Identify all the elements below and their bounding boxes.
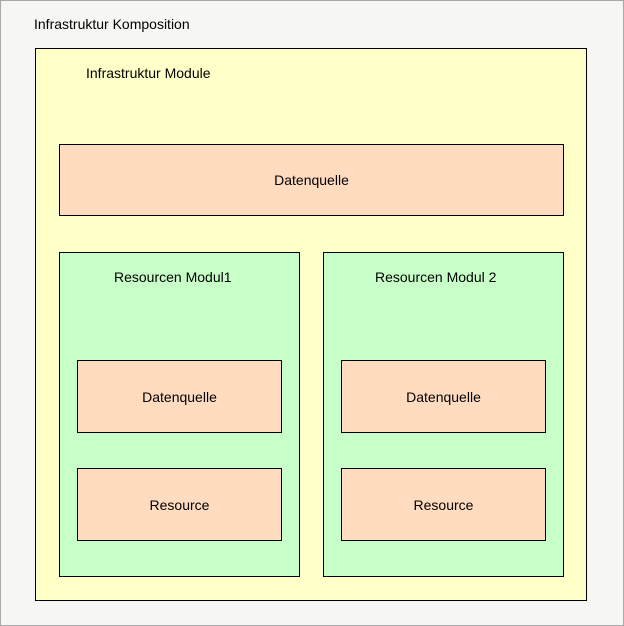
resource-module-2-datasource-box: Datenquelle — [341, 360, 546, 433]
resource-module-1-datasource-box: Datenquelle — [77, 360, 282, 433]
module-datasource-label: Datenquelle — [274, 172, 349, 188]
resource-module-2-resource-box: Resource — [341, 468, 546, 541]
module-title: Infrastruktur Module — [86, 65, 211, 81]
resource-module-2-title: Resourcen Modul 2 — [375, 269, 497, 285]
resource-module-1-datasource-label: Datenquelle — [142, 388, 217, 405]
resource-module-2-datasource-label: Datenquelle — [406, 388, 481, 405]
resource-module-1-resource-box: Resource — [77, 468, 282, 541]
resource-module-1-resource-label: Resource — [149, 496, 210, 513]
resource-module-1-title: Resourcen Modul1 — [114, 269, 232, 285]
composition-title: Infrastruktur Komposition — [34, 16, 190, 32]
resource-module-2-resource-label: Resource — [413, 496, 474, 513]
module-datasource-box: Datenquelle — [59, 144, 564, 216]
